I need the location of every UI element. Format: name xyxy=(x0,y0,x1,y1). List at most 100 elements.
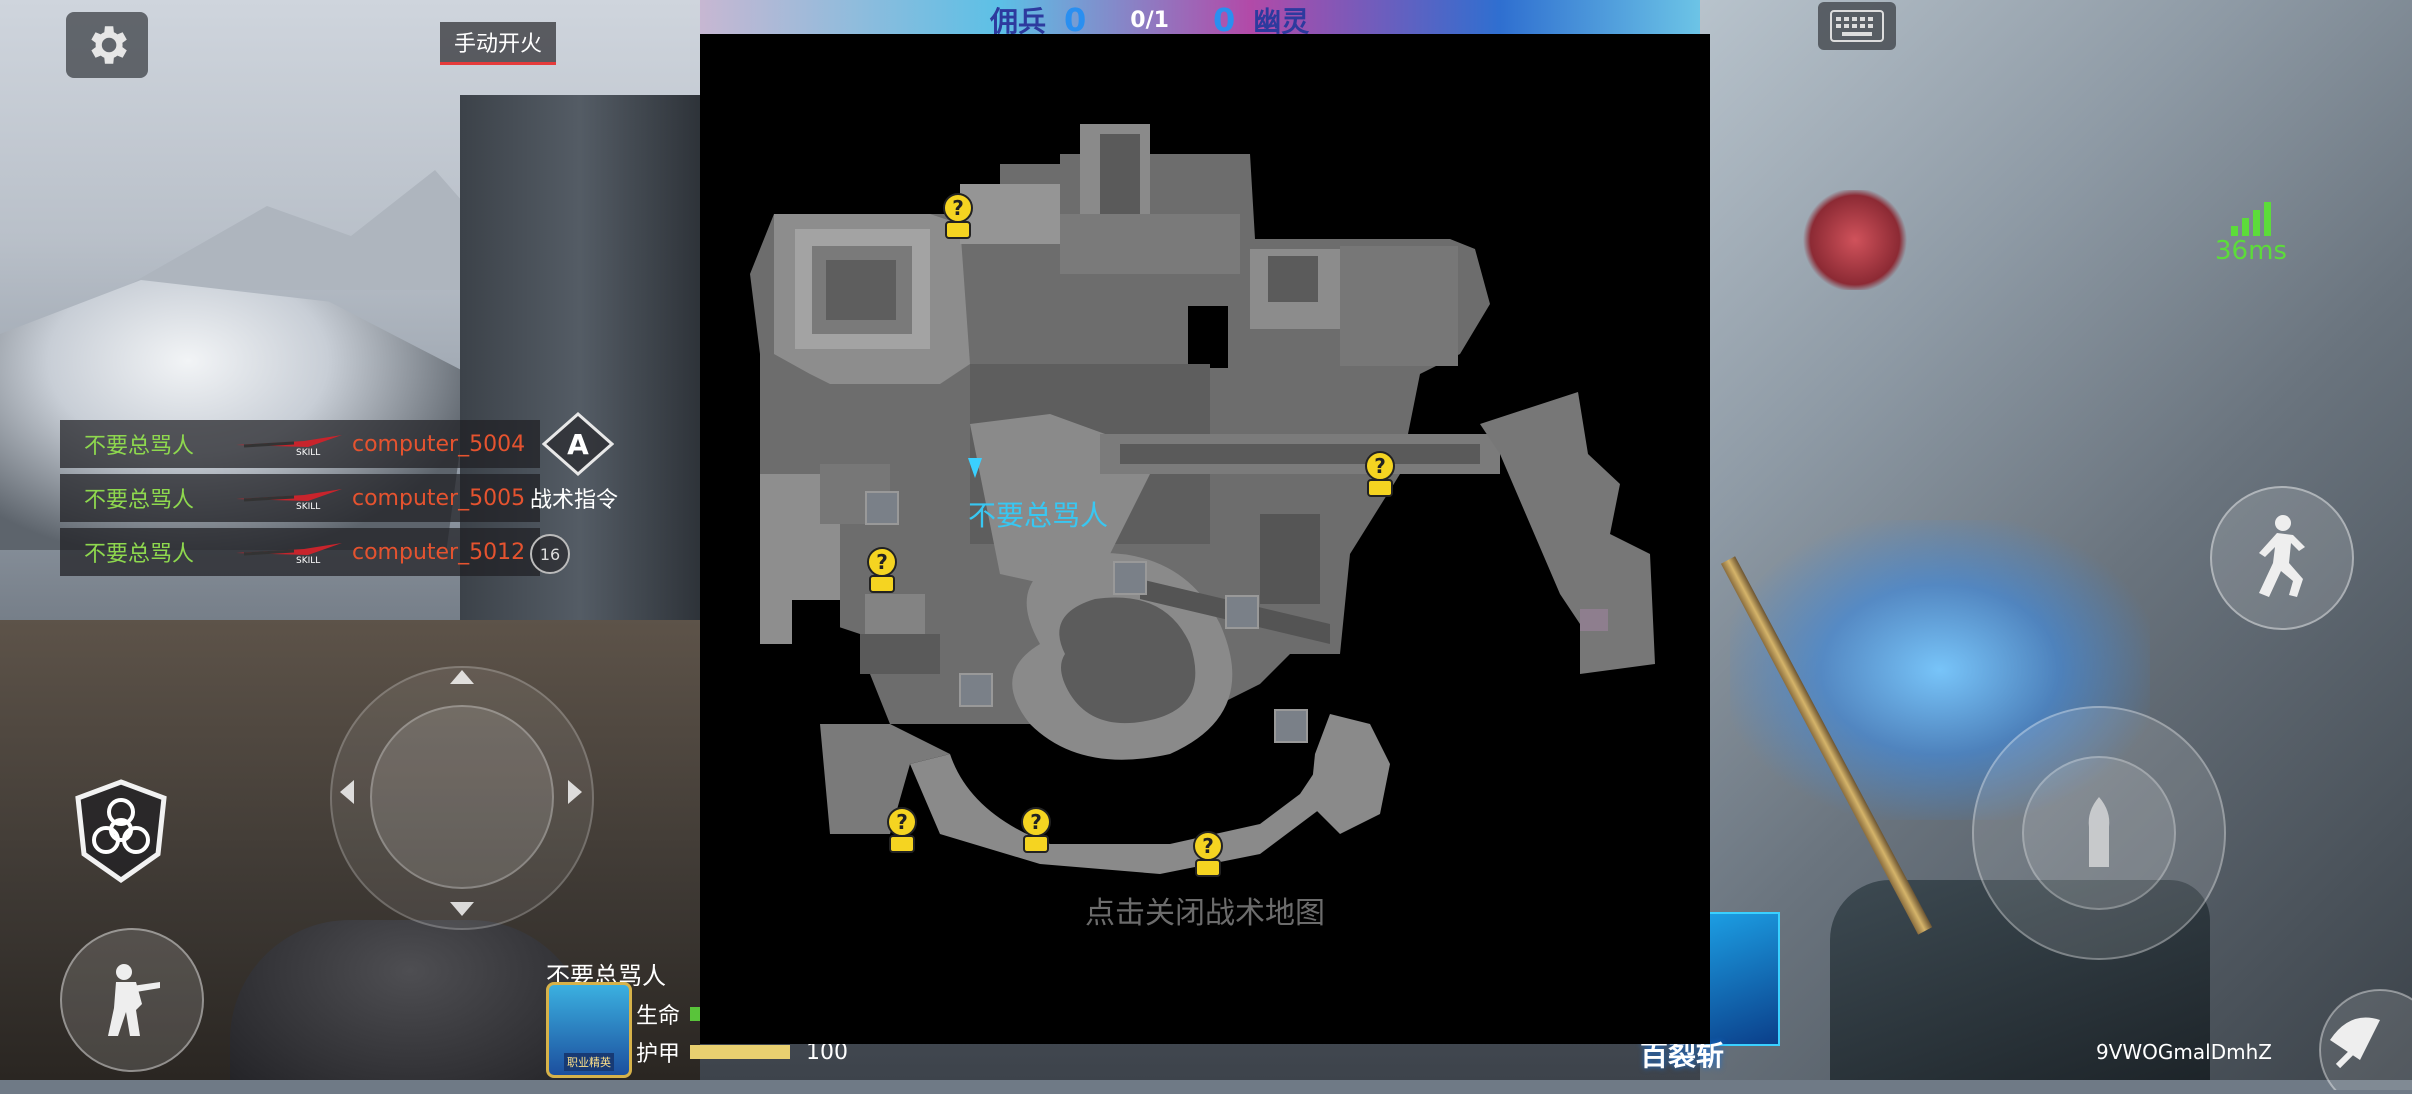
map-stairs xyxy=(860,634,940,674)
map-crate xyxy=(1113,561,1147,595)
map-player-label: 不要总骂人 xyxy=(968,499,1109,532)
rank-badge-icon: 职业精英 xyxy=(546,982,632,1078)
arrow-right-icon xyxy=(568,780,582,804)
tactic-command-label: 战术指令 xyxy=(530,488,619,513)
settings-button[interactable] xyxy=(66,12,148,78)
jump-button[interactable] xyxy=(2210,486,2354,630)
map-north-hall xyxy=(1060,214,1240,274)
team-a-name: 佣兵 xyxy=(990,5,1047,38)
svg-text:?: ? xyxy=(1374,454,1386,478)
map-hall xyxy=(960,184,1060,244)
question-mark-box-icon[interactable]: ? xyxy=(938,192,978,242)
map-east-platform xyxy=(1480,392,1655,674)
arrow-up-icon xyxy=(450,670,474,684)
radar-dish-icon xyxy=(2319,989,2412,1094)
biohazard-shield-icon xyxy=(75,779,167,884)
svg-text:?: ? xyxy=(1202,834,1214,858)
tactic-a-icon: A xyxy=(541,411,615,477)
map-west-void xyxy=(792,600,840,644)
killer-name: 不要总骂人 xyxy=(84,434,195,459)
map-close-hint[interactable]: 点击关闭战术地图 xyxy=(1085,896,1325,931)
joystick-thumb[interactable] xyxy=(370,705,554,889)
kill-feed: 不要总骂人 SKILL computer_5004 不要总骂人 SKILL co… xyxy=(60,420,540,582)
arrow-down-icon xyxy=(450,902,474,916)
victim-name: computer_5012 xyxy=(352,539,526,565)
kill-feed-row: 不要总骂人 SKILL computer_5005 xyxy=(60,474,540,522)
skill-label: 百裂斩 xyxy=(1640,1039,1725,1072)
tactic-count-badge: 16 xyxy=(530,534,570,574)
map-southwest-area xyxy=(820,724,950,834)
map-east-stairs xyxy=(1260,514,1320,604)
question-mark-box-icon[interactable]: ? xyxy=(1016,806,1056,856)
gear-icon xyxy=(91,26,127,64)
map-south-ramp xyxy=(910,734,1340,874)
crouch-button[interactable] xyxy=(60,928,204,1072)
team-a-score: 0 xyxy=(1064,1,1087,39)
signal-bars-icon xyxy=(2215,200,2287,236)
scoreboard-strip xyxy=(700,0,1700,40)
rank-label: 职业精英 xyxy=(564,1053,614,1071)
team-b-name: 幽灵 xyxy=(1253,5,1310,38)
left-arm xyxy=(230,920,590,1080)
svg-text:SKILL: SKILL xyxy=(296,556,320,565)
map-crate xyxy=(1225,595,1259,629)
question-mark-box-icon[interactable]: ? xyxy=(862,546,902,596)
player-position-marker xyxy=(968,458,982,478)
svg-text:?: ? xyxy=(952,196,964,220)
map-east-gate xyxy=(1580,609,1608,631)
keyboard-button[interactable] xyxy=(1818,2,1896,50)
map-southeast-tower xyxy=(1310,714,1390,834)
biohazard-button[interactable] xyxy=(66,776,176,886)
tactical-map-overlay[interactable]: ? ? ? ? ? ? 不要总骂人 点击关闭战术地图 xyxy=(700,34,1710,1044)
radar-button[interactable] xyxy=(2290,970,2412,1094)
map-void xyxy=(1188,306,1228,368)
victim-name: computer_5004 xyxy=(352,431,526,457)
skill-weapon-icon: SKILL xyxy=(234,431,344,458)
red-crystal xyxy=(1800,190,1910,290)
map-crate xyxy=(1274,709,1308,743)
question-mark-box-icon[interactable]: ? xyxy=(882,806,922,856)
scoreboard: 佣兵 0 0/1 0 幽灵 xyxy=(990,0,1309,40)
question-mark-box-icon[interactable]: ? xyxy=(1360,450,1400,500)
tactic-key: A xyxy=(567,428,589,461)
svg-text:?: ? xyxy=(1030,810,1042,834)
svg-text:?: ? xyxy=(876,550,888,574)
round-counter: 0/1 xyxy=(1130,7,1169,33)
map-east-block xyxy=(1340,246,1458,366)
killer-name: 不要总骂人 xyxy=(84,542,195,567)
network-status: 36ms xyxy=(2215,200,2287,266)
map-crate xyxy=(865,491,899,525)
skill-weapon-icon: SKILL xyxy=(234,485,344,512)
crouch-soldier-icon xyxy=(108,964,160,1036)
map-northeast-room-inner xyxy=(1268,256,1318,302)
arrow-left-icon xyxy=(340,780,354,804)
svg-text:?: ? xyxy=(896,810,908,834)
fire-mode-toggle[interactable]: 手动开火 xyxy=(440,22,557,65)
map-courtyard xyxy=(826,260,896,320)
tactic-command-button[interactable]: A xyxy=(541,411,615,477)
armor-bar xyxy=(690,1045,791,1059)
kill-feed-row: 不要总骂人 SKILL computer_5012 xyxy=(60,528,540,576)
svg-text:SKILL: SKILL xyxy=(296,502,320,511)
team-b-score: 0 xyxy=(1212,1,1236,39)
kill-feed-row: 不要总骂人 SKILL computer_5004 xyxy=(60,420,540,468)
fire-button-inner[interactable] xyxy=(2022,756,2176,910)
fire-button[interactable] xyxy=(1972,706,2226,960)
map-spiral-center xyxy=(1059,597,1196,724)
victim-name: computer_5005 xyxy=(352,485,526,511)
map-east-bridge-deck xyxy=(1120,444,1480,464)
skill-card-icon[interactable] xyxy=(1706,912,1780,1046)
map-tower-inner xyxy=(1100,134,1140,224)
keyboard-icon xyxy=(1830,10,1884,42)
armor-label: 护甲 xyxy=(636,1042,681,1067)
svg-text:SKILL: SKILL xyxy=(296,448,320,457)
tactical-map xyxy=(750,124,1655,874)
jump-runner-icon xyxy=(2259,515,2305,597)
question-mark-box-icon[interactable]: ? xyxy=(1188,830,1228,880)
bullet-icon xyxy=(2088,797,2110,867)
health-label: 生命 xyxy=(636,1004,681,1029)
map-west-room-2 xyxy=(865,594,925,634)
map-crate xyxy=(959,673,993,707)
ping-value: 36ms xyxy=(2215,236,2287,266)
health-row: 生命 xyxy=(636,998,705,1030)
